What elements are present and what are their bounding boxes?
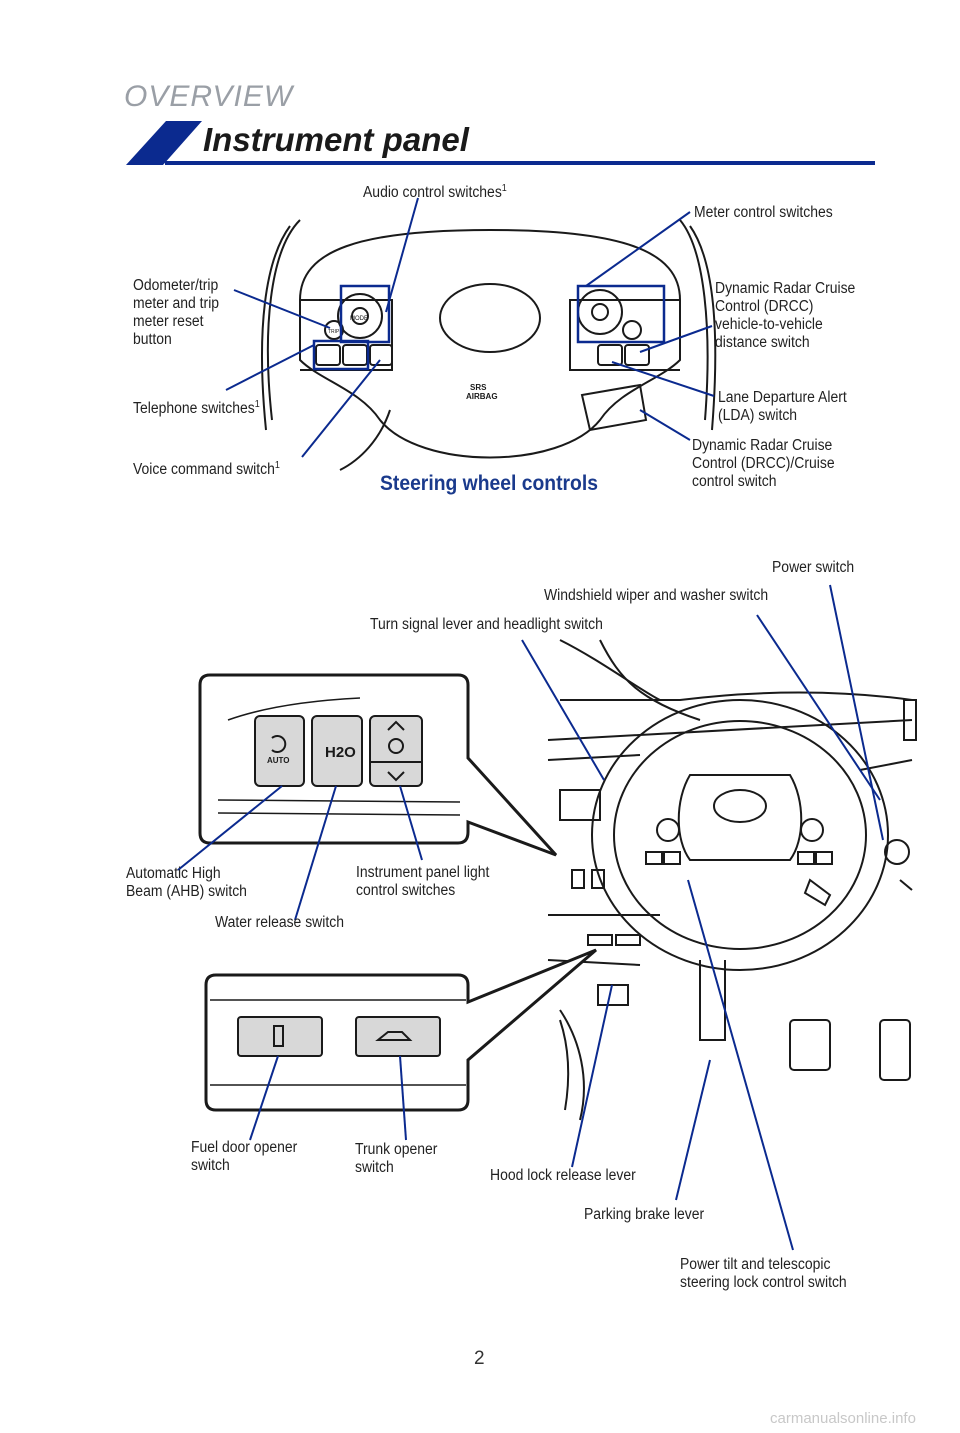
svg-text:SRS: SRS	[470, 383, 487, 392]
watermark: carmanualsonline.info	[770, 1410, 916, 1427]
svg-text:MODE: MODE	[350, 316, 368, 322]
label-wiper-switch: Windshield wiper and washer switch	[544, 587, 769, 604]
label-ahb-switch: Automatic High Beam (AHB) switch	[126, 865, 247, 900]
svg-text:AUTO: AUTO	[267, 756, 290, 765]
label-odometer-reset: Odometer/trip meter and trip meter reset…	[133, 277, 220, 348]
label-turn-signal: Turn signal lever and headlight switch	[370, 616, 603, 633]
label-voice-command: Voice command switch1	[133, 460, 280, 479]
title-bar-graphic	[126, 121, 875, 165]
label-power-switch: Power switch	[772, 559, 855, 576]
label-tilt-telescopic: Power tilt and telescopic steering lock …	[680, 1256, 847, 1291]
svg-text:H2O: H2O	[325, 744, 356, 761]
label-fuel-door: Fuel door opener switch	[191, 1139, 298, 1174]
svg-text:AIRBAG: AIRBAG	[466, 392, 498, 401]
label-panel-light: Instrument panel light control switches	[356, 864, 490, 899]
page-number: 2	[474, 1348, 485, 1369]
label-audio-control: Audio control switches1	[363, 183, 507, 202]
label-drcc-distance: Dynamic Radar Cruise Control (DRCC) vehi…	[715, 280, 856, 351]
label-hood-lock: Hood lock release lever	[490, 1167, 636, 1184]
page-title: Instrument panel	[203, 121, 469, 158]
section-heading: OVERVIEW	[124, 80, 294, 113]
label-trunk-opener: Trunk opener switch	[355, 1141, 438, 1176]
label-meter-control: Meter control switches	[694, 204, 833, 221]
svg-text:TRIP: TRIP	[328, 329, 340, 335]
label-water-release: Water release switch	[215, 914, 344, 931]
steering-subtitle: Steering wheel controls	[380, 472, 598, 495]
steering-wheel-illustration: SRS AIRBAG MODE TRIP	[225, 197, 717, 471]
label-parking-brake: Parking brake lever	[584, 1206, 705, 1223]
label-lda: Lane Departure Alert (LDA) switch	[718, 389, 847, 424]
label-telephone: Telephone switches1	[133, 399, 260, 418]
label-drcc-cruise: Dynamic Radar Cruise Control (DRCC)/Crui…	[692, 437, 835, 490]
